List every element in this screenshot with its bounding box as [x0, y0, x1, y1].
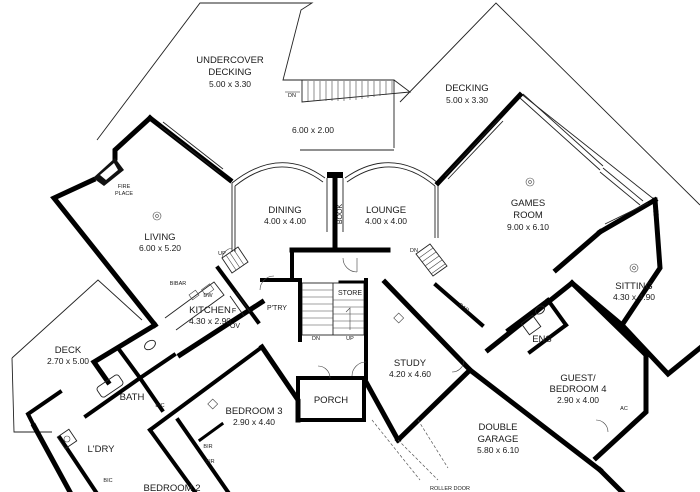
- lounge-stair: [415, 243, 448, 277]
- kitchen-label: KITCHEN: [189, 305, 231, 316]
- deck-outlines: [11, 2, 700, 433]
- living-stair: [221, 246, 249, 274]
- undercover-decking-label-1: UNDERCOVER: [196, 55, 264, 66]
- guest-bedroom4-size: 2.90 x 4.00: [557, 395, 599, 405]
- bath-fixtures: [56, 305, 545, 450]
- decking-centre-size: 6.00 x 2.00: [292, 125, 334, 135]
- book-label: BOOK: [337, 204, 344, 225]
- deck-label: DECK: [55, 345, 82, 356]
- kitchen-benches: [164, 281, 251, 331]
- games-room-size: 9.00 x 6.10: [507, 222, 549, 232]
- bedroom3-size: 2.90 x 4.40: [233, 417, 275, 427]
- bar-label: BAR: [457, 302, 470, 314]
- decking-right-label: DECKING: [445, 83, 488, 94]
- bedroom2-label: BEDROOM 2: [143, 483, 200, 492]
- store-label: STORE: [338, 290, 362, 297]
- room-labels: UNDERCOVER DECKING 5.00 x 3.30 6.00 x 2.…: [47, 55, 655, 492]
- ens-label: ENS: [532, 334, 552, 345]
- undercover-decking-label-2: DECKING: [208, 67, 251, 78]
- dw-label: DW: [203, 293, 213, 299]
- fireplace: [93, 158, 124, 186]
- dining-lounge-bays: [231, 162, 439, 273]
- stair-labels: DN UP DN UP DN: [218, 93, 418, 342]
- guest-bedroom4-label-2: BEDROOM 4: [549, 384, 606, 395]
- walls: [25, 91, 700, 492]
- decking-right-size: 5.00 x 3.30: [446, 95, 488, 105]
- stair-dn-deck: DN: [288, 93, 296, 99]
- living-size: 6.00 x 5.20: [139, 243, 181, 253]
- deck-size: 2.70 x 5.00: [47, 356, 89, 366]
- stair-dn-centre: DN: [312, 336, 320, 342]
- stair-up-living: UP: [218, 251, 226, 257]
- double-garage-label-2: GARAGE: [478, 434, 519, 445]
- fixture-labels: FIRE PLACE BOOK STORE BAR BIBAR DW F OV …: [103, 184, 627, 492]
- bic-bath-label: BIC: [155, 403, 164, 409]
- bir-label-1: BIR: [203, 444, 212, 450]
- fireplace-label-2: PLACE: [115, 191, 133, 197]
- door-swings: [221, 247, 609, 433]
- stair-up-centre: UP: [346, 336, 354, 342]
- pantry-label: P'TRY: [267, 305, 287, 312]
- kitchen-size: 4.30 x 2.90: [189, 316, 231, 326]
- lounge-label: LOUNGE: [366, 205, 406, 216]
- roller-door-lines: [371, 419, 449, 481]
- stair-dn-lounge: DN: [410, 248, 418, 254]
- roller-door-label: ROLLER DOOR: [430, 486, 470, 492]
- windows: [159, 93, 649, 225]
- dining-size: 4.00 x 4.00: [264, 216, 306, 226]
- porch-label: PORCH: [314, 395, 348, 406]
- laundry-label: L'DRY: [88, 444, 116, 455]
- fireplace-label-1: FIRE: [118, 184, 131, 190]
- sitting-size: 4.30 x 4.90: [613, 292, 655, 302]
- bath-label: BATH: [120, 392, 145, 403]
- sitting-label: SITTING: [615, 281, 652, 292]
- study-size: 4.20 x 4.60: [389, 369, 431, 379]
- undercover-decking-size: 5.00 x 3.30: [209, 79, 251, 89]
- guest-bedroom4-label-1: GUEST/: [560, 373, 596, 384]
- bibar-label: BIBAR: [170, 281, 187, 287]
- bic-laundry-label: BIC: [103, 478, 112, 484]
- ac-label: AC: [620, 406, 628, 412]
- oven-label: OV: [230, 323, 240, 330]
- lounge-size: 4.00 x 4.00: [365, 216, 407, 226]
- fridge-label: F: [232, 308, 236, 315]
- ceiling-fans: [152, 177, 639, 410]
- bir-label-2: BIR: [205, 459, 214, 465]
- games-room-label-2: ROOM: [513, 210, 543, 221]
- deck-stair: [285, 79, 412, 103]
- living-label: LIVING: [144, 232, 175, 243]
- dining-label: DINING: [268, 205, 301, 216]
- double-garage-label-1: DOUBLE: [478, 422, 517, 433]
- games-room-label-1: GAMES: [511, 198, 545, 209]
- double-garage-size: 5.80 x 6.10: [477, 445, 519, 455]
- bedroom3-label: BEDROOM 3: [225, 406, 282, 417]
- study-label: STUDY: [394, 358, 427, 369]
